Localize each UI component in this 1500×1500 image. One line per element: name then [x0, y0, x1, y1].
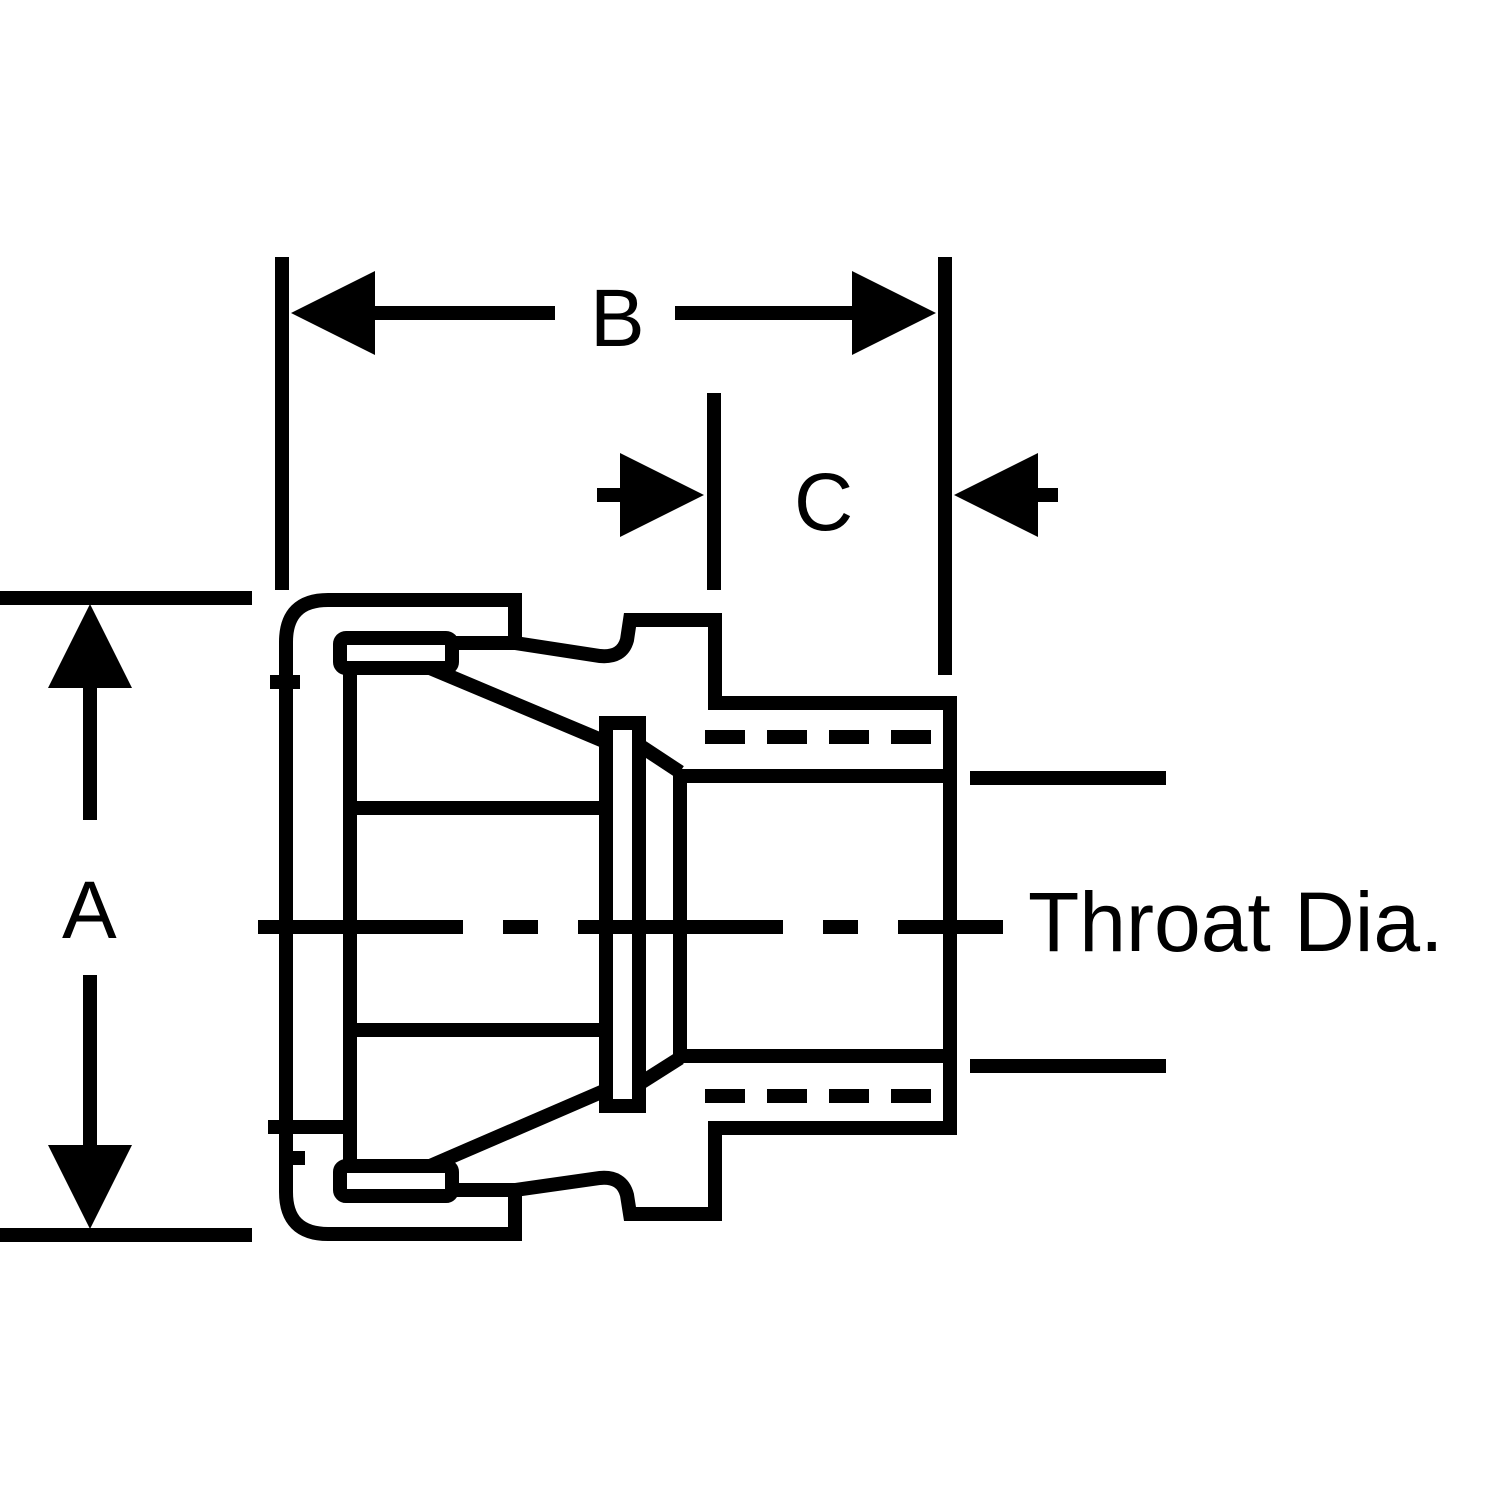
label-a: A: [62, 865, 117, 956]
body-profile: [452, 613, 957, 1221]
fitting-body: [268, 593, 957, 1241]
outer-shell: [279, 593, 522, 1241]
label-c: C: [794, 457, 854, 548]
flange: [599, 716, 646, 1113]
inner-cup-bottom: [333, 1159, 459, 1203]
inner-cup-top: [333, 631, 459, 675]
label-b: B: [590, 273, 645, 364]
dimension-a: [0, 591, 252, 1242]
taper-top: [427, 661, 609, 749]
label-throat-dia: Throat Dia.: [1028, 875, 1444, 969]
bore-chamfer-top: [635, 739, 684, 778]
dimension-c: [597, 393, 1058, 590]
bore-chamfer-bottom: [635, 1052, 684, 1090]
taper-bottom: [427, 1083, 609, 1173]
dimension-b: [275, 257, 952, 675]
